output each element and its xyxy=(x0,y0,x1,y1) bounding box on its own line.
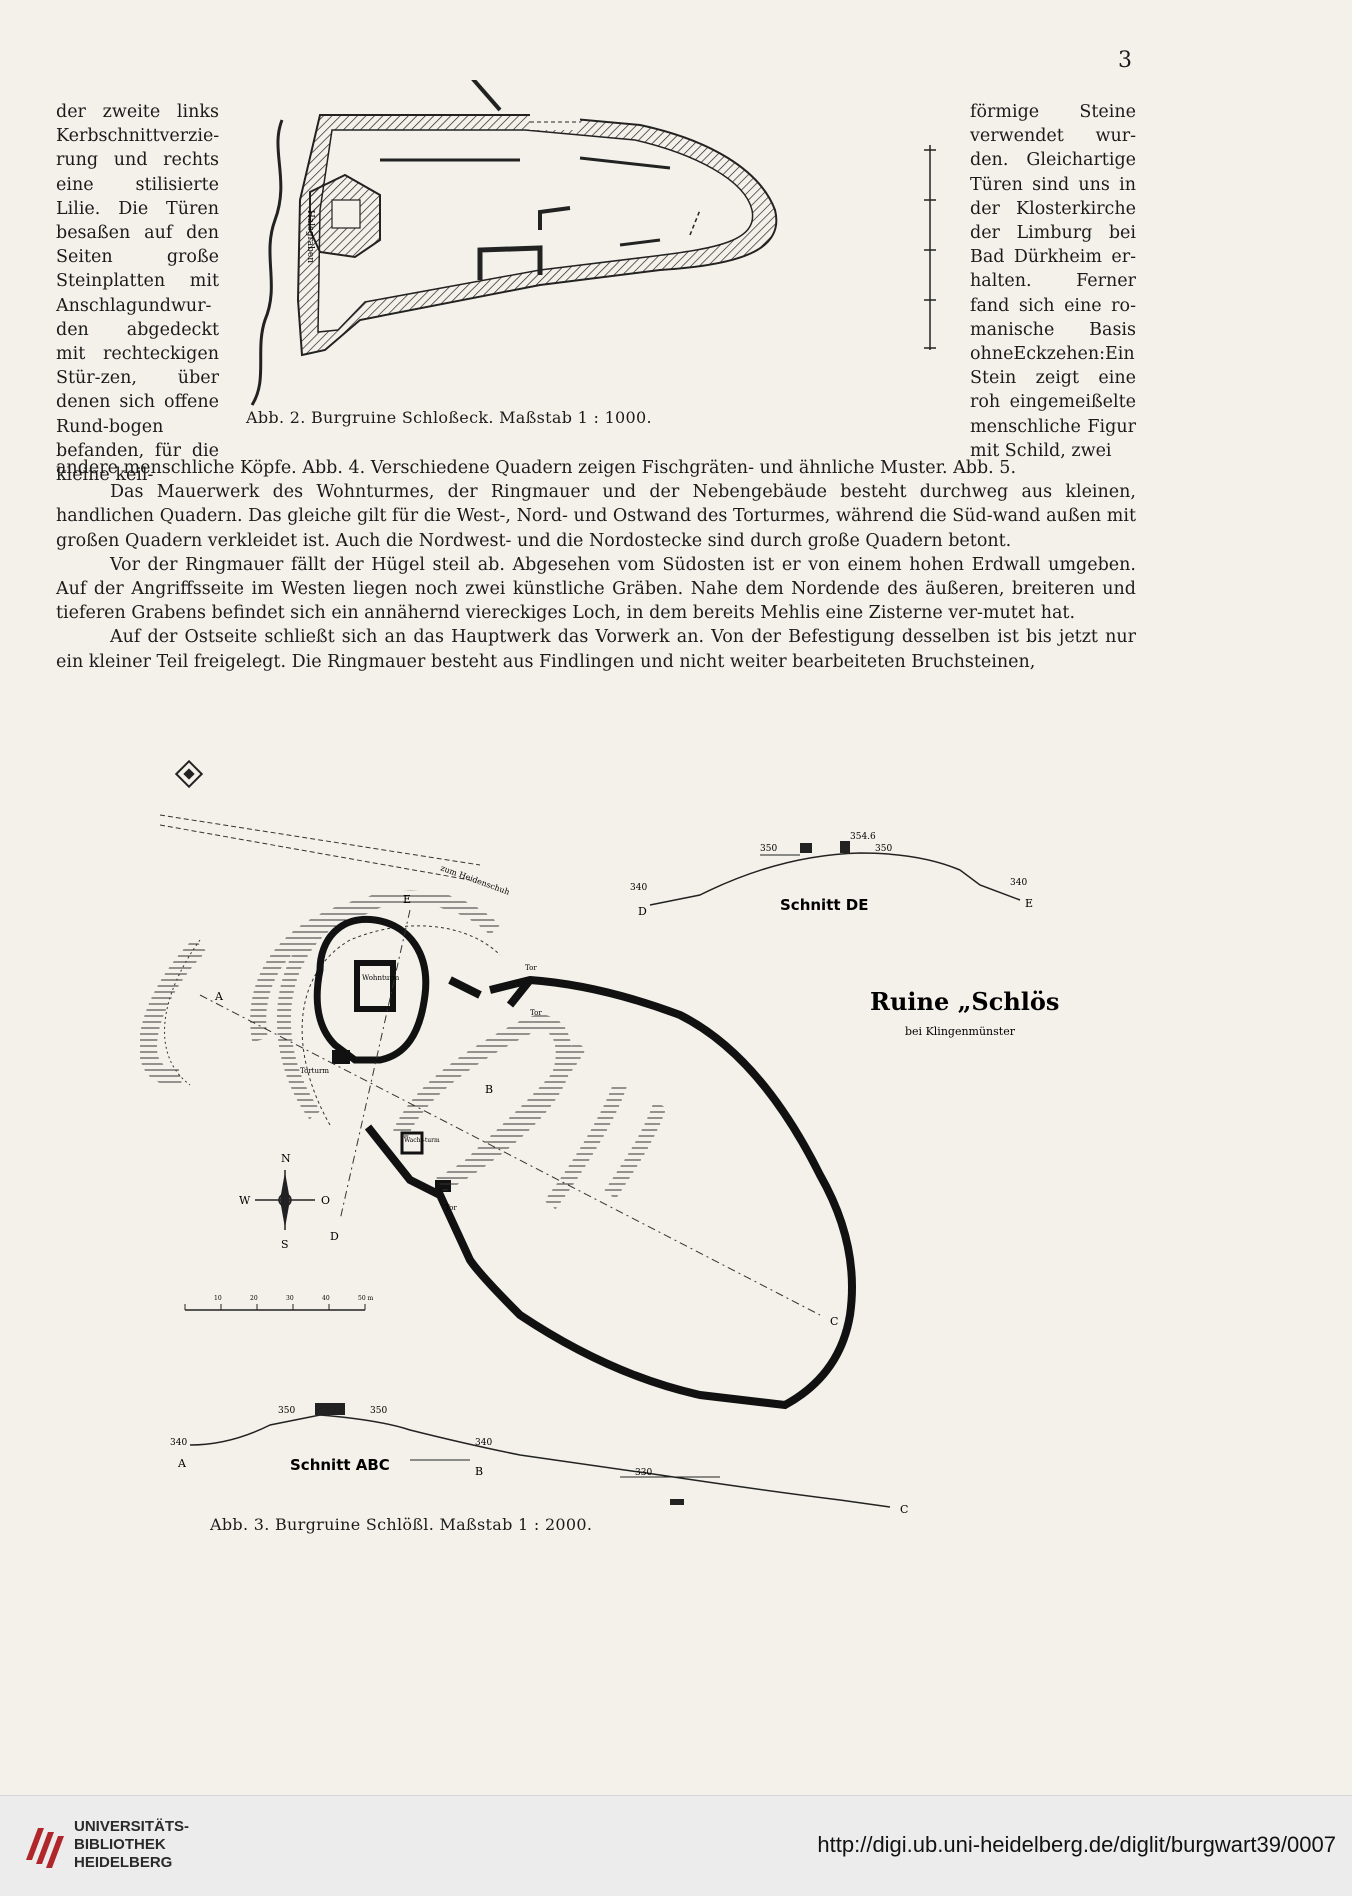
figure-2-caption: Abb. 2. Burgruine Schloßeck. Maßstab 1 :… xyxy=(246,408,652,427)
library-name: UNIVERSITÄTS- BIBLIOTHEK HEIDELBERG xyxy=(74,1818,189,1872)
castle-courtyard xyxy=(317,129,754,333)
paragraph-continuation: andere menschliche Köpfe. Abb. 4. Versch… xyxy=(56,458,1017,478)
library-line-3: HEIDELBERG xyxy=(74,1854,173,1871)
north-arrow-icon xyxy=(471,80,502,112)
library-logo-icon xyxy=(26,1828,64,1868)
wachturm xyxy=(400,1131,424,1155)
right-column: förmige Steine verwendet wur-den. Gleich… xyxy=(970,100,1136,463)
scale-50m: 50 m xyxy=(358,1295,374,1302)
scale-40: 40 xyxy=(322,1295,330,1302)
label-wachturm: Wacht-turm xyxy=(404,1137,440,1144)
compass-s: S xyxy=(281,1238,289,1251)
figure-3-title: Ruine „Schlössl“ xyxy=(870,987,1060,1016)
section-abc: A B C 340 350 350 340 330 Schnitt ABC xyxy=(170,1403,908,1516)
outer-rampart-west xyxy=(140,938,207,1085)
figure-2-plan: Halsgraben xyxy=(250,80,936,406)
section-abc-elev-3: 350 xyxy=(370,1406,387,1416)
left-column-text: der zweite links Kerbschnittverzie-rung … xyxy=(56,102,220,486)
section-de-elev-2: 350 xyxy=(760,844,777,854)
figure-3-subtitle: bei Klingenmünster xyxy=(905,1025,1016,1038)
section-abc-label-c: C xyxy=(900,1503,908,1516)
figure-3-caption: Abb. 3. Burgruine Schlößl. Maßstab 1 : 2… xyxy=(210,1515,593,1534)
body-text: andere menschliche Köpfe. Abb. 4. Versch… xyxy=(56,456,1136,674)
scale-bar xyxy=(924,145,936,350)
section-abc-elev-5: 330 xyxy=(635,1468,652,1478)
section-abc-title: Schnitt ABC xyxy=(290,1456,390,1474)
section-de-elev-4: 350 xyxy=(875,844,892,854)
section-abc-elev-1: 340 xyxy=(170,1438,187,1448)
label-tor-2: Tor xyxy=(530,1009,542,1017)
paragraph-masonry: Das Mauerwerk des Wohnturmes, der Ringma… xyxy=(56,482,1136,551)
inner-building xyxy=(477,245,543,280)
torturm xyxy=(332,1050,350,1064)
section-abc-label-a: A xyxy=(177,1457,187,1470)
paragraph-ringmauer: Vor der Ringmauer fällt der Hügel steil … xyxy=(56,554,1136,624)
label-torturm: Torturm xyxy=(300,1067,329,1075)
page: 3 der zweite links Kerbschnittverzie-run… xyxy=(56,48,1136,1534)
right-column-text: förmige Steine verwendet wur-den. Gleich… xyxy=(970,102,1136,461)
footer-bar: UNIVERSITÄTS- BIBLIOTHEK HEIDELBERG http… xyxy=(0,1795,1352,1896)
section-de-elev-5: 340 xyxy=(1010,878,1027,888)
plan-label-c: C xyxy=(830,1315,838,1328)
castle-plan: Wohnturm Torturm Wacht-turm Tor Tor Tor … xyxy=(140,759,856,1410)
scale-30: 30 xyxy=(286,1295,294,1302)
plan-label-d: D xyxy=(330,1230,339,1243)
section-de-title: Schnitt DE xyxy=(780,896,868,914)
vorwerk-wall xyxy=(364,975,856,1410)
figure-3-plan: D E 340 350 354.6 350 340 Schnitt DE Rui… xyxy=(140,759,1060,1516)
compass-n: N xyxy=(281,1152,291,1165)
section-abc-elev-2: 350 xyxy=(278,1406,295,1416)
section-de-label-e: E xyxy=(1025,897,1033,910)
section-de-elev-1: 340 xyxy=(630,883,647,893)
plan-label-a: A xyxy=(214,990,224,1003)
label-wohnturm: Wohnturm xyxy=(362,974,400,982)
paragraph-vorwerk: Auf der Ostseite schließt sich an das Ha… xyxy=(56,627,1136,672)
plan-label-e: E xyxy=(403,893,411,906)
keep-interior xyxy=(331,199,361,229)
section-de-label-d: D xyxy=(638,905,647,918)
cistern-symbol-icon xyxy=(174,759,204,789)
slope-label: Halsgraben xyxy=(305,210,315,263)
section-de: D E 340 350 354.6 350 340 Schnitt DE xyxy=(630,832,1033,918)
scale-bar-fig3: 10 20 30 40 50 m xyxy=(184,1295,374,1311)
rampart-ring xyxy=(276,890,500,1120)
slope-line xyxy=(250,119,284,406)
wohnturm xyxy=(354,960,396,1012)
left-column: der zweite links Kerbschnittverzie-rung … xyxy=(56,100,219,487)
library-line-1: UNIVERSITÄTS- xyxy=(74,1818,190,1835)
plan-label-b: B xyxy=(485,1083,493,1096)
scale-10: 10 xyxy=(214,1295,222,1302)
compass-o: O xyxy=(321,1194,330,1207)
section-abc-label-b: B xyxy=(475,1465,483,1478)
compass-w: W xyxy=(239,1194,251,1207)
section-abc-elev-4: 340 xyxy=(475,1438,492,1448)
page-number: 3 xyxy=(1118,48,1132,73)
source-url-link[interactable]: http://digi.ub.uni-heidelberg.de/diglit/… xyxy=(817,1832,1336,1857)
scale-20: 20 xyxy=(250,1295,258,1302)
label-tor-3: Tor xyxy=(445,1204,457,1212)
inner-ring-wall xyxy=(313,915,430,1064)
inner-rampart-west xyxy=(250,897,372,1042)
section-de-elev-3: 354.6 xyxy=(850,832,876,842)
label-zum-heidenschuh: zum Heidenschuh xyxy=(439,863,511,896)
library-line-2: BIBLIOTHEK xyxy=(74,1836,166,1853)
label-tor-1: Tor xyxy=(525,964,537,972)
compass-icon: N S W O xyxy=(239,1152,330,1251)
